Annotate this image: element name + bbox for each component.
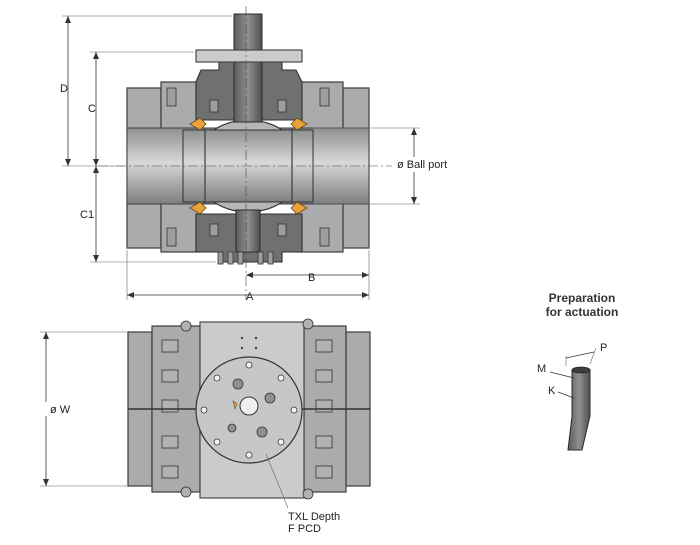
seat-top-right [290, 117, 308, 131]
top-view: ø W TXL Depth F PCD [40, 318, 371, 535]
actuation-stem [567, 369, 591, 451]
body-bolts [166, 87, 330, 265]
pcd-holes [200, 361, 298, 459]
seat-top-left [189, 117, 207, 131]
actuation-heading-line1: Preparation [549, 291, 616, 305]
f-pcd-label: F PCD [288, 523, 321, 535]
top-bolts [161, 318, 333, 500]
actuation-m-label: M [537, 363, 546, 375]
seat-bottom-right [290, 201, 308, 215]
dim-d-label: D [60, 83, 68, 95]
stem [233, 13, 263, 123]
key-slot [232, 400, 238, 410]
actuation-k-label: K [548, 385, 556, 397]
dim-a-label: A [246, 291, 254, 303]
txl-depth-label: TXL Depth [288, 511, 340, 523]
seat-bottom-left [189, 201, 207, 215]
ball-port-label: ø Ball port [397, 159, 447, 171]
dim-w-label: ø W [50, 404, 71, 416]
dim-c-label: C [88, 103, 96, 115]
gland-plate [195, 49, 303, 63]
trunnion [235, 209, 261, 253]
section-view: D C C1 ø Ball port B A [60, 6, 452, 303]
stem-end [239, 396, 259, 416]
dim-c1-label: C1 [80, 209, 94, 221]
actuation-heading-line2: for actuation [546, 305, 619, 319]
actuation-detail: Preparation for actuation P M K [537, 291, 619, 451]
actuation-p-label: P [600, 342, 607, 354]
dim-b-label: B [308, 272, 315, 284]
tapped-holes [227, 378, 276, 438]
